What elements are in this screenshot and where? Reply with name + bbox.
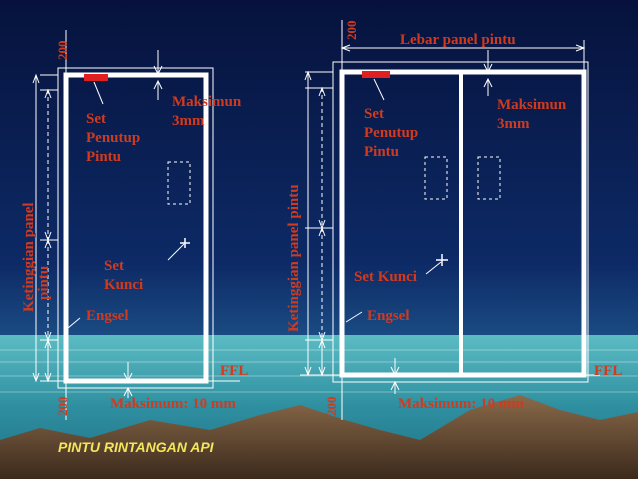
- left-closer-label-1: Set: [86, 111, 106, 127]
- right-height-label: Ketinggian panel pintu: [286, 184, 302, 332]
- right-vision-panel-right: [477, 156, 501, 200]
- left-gap-label-2: 3mm: [172, 113, 205, 129]
- right-bottom-gap-label: Maksimum: 10 mm: [398, 396, 524, 412]
- slide-title: PINTU RINTANGAN API: [58, 439, 215, 455]
- right-ffl-label: FFL: [594, 363, 622, 379]
- right-vision-panel-left: [424, 156, 448, 200]
- left-frame-outline: [57, 67, 214, 389]
- mountains: [0, 395, 638, 479]
- right-dim-bottom: 200: [324, 397, 339, 417]
- right-gap-label-1: Maksimun: [497, 97, 567, 113]
- right-door-closer-icon: [362, 71, 390, 78]
- left-height-label-line1: Ketinggian panel: [21, 202, 37, 312]
- right-lock-label: Set Kunci: [354, 269, 417, 285]
- left-dim-top: 200: [55, 41, 70, 61]
- left-lock-label-1: Set: [104, 258, 124, 274]
- left-ffl-label: FFL: [220, 363, 248, 379]
- left-height-label-line2: pintu: [36, 266, 52, 300]
- left-door-closer-icon: [84, 74, 108, 81]
- left-lock-icon: [180, 238, 190, 248]
- right-closer-label-3: Pintu: [364, 144, 399, 160]
- left-door-diagram: 200 200 Ketinggian panel pintu Set Penut…: [21, 30, 248, 420]
- left-dim-bottom: 200: [55, 397, 70, 417]
- left-hinge-label: Engsel: [86, 308, 129, 324]
- left-bottom-gap-label: Maksimum: 10 mm: [110, 396, 236, 412]
- right-closer-label-2: Penutup: [364, 125, 418, 141]
- left-vision-panel: [167, 161, 191, 205]
- left-gap-label-1: Maksimun: [172, 94, 242, 110]
- left-closer-label-2: Penutup: [86, 130, 140, 146]
- right-hinge-label: Engsel: [367, 308, 410, 324]
- right-closer-label-1: Set: [364, 106, 384, 122]
- right-door-diagram: 200 200 Lebar panel pintu Ketinggian pan…: [286, 20, 622, 420]
- right-dim-top: 200: [344, 21, 359, 41]
- right-frame-outline: [332, 61, 589, 383]
- left-lock-label-2: Kunci: [104, 277, 143, 293]
- right-lock-icon: [436, 254, 448, 266]
- left-closer-label-3: Pintu: [86, 149, 121, 165]
- right-gap-label-2: 3mm: [497, 116, 530, 132]
- right-width-label: Lebar panel pintu: [400, 32, 516, 48]
